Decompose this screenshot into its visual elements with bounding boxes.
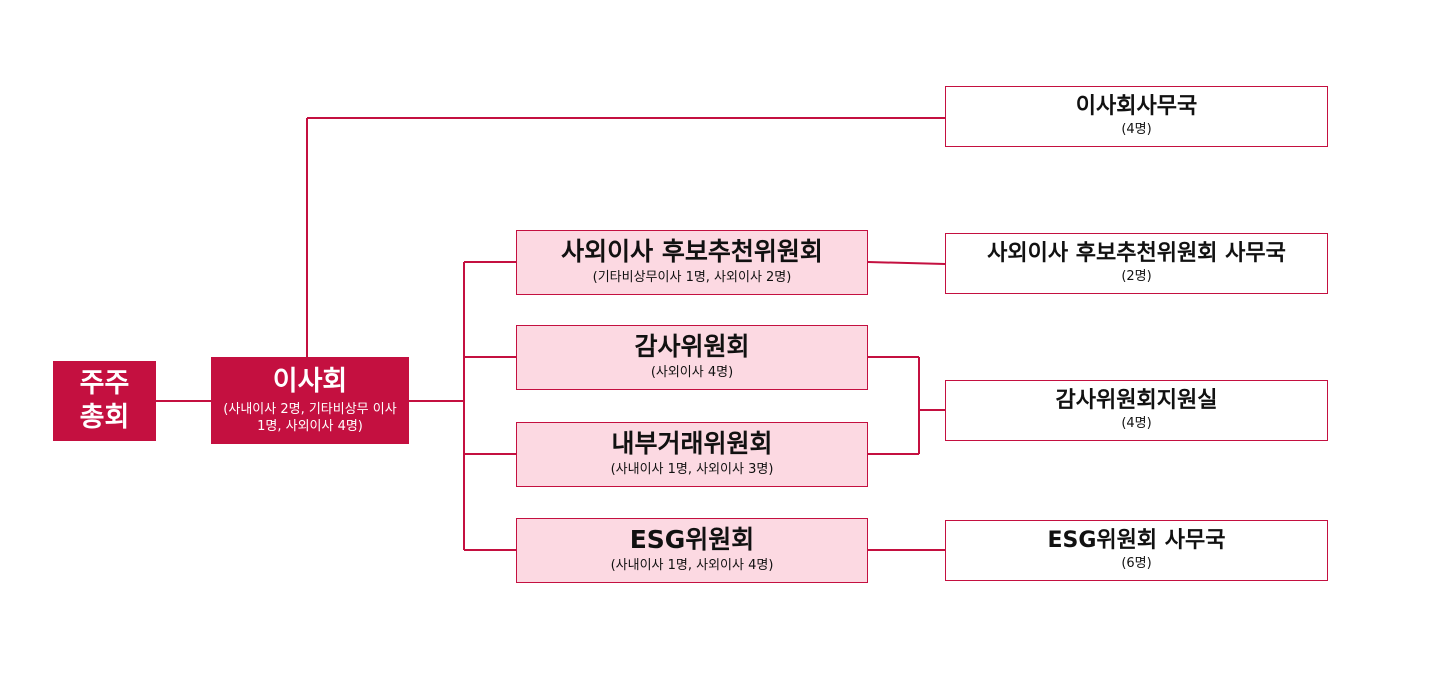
audit-support-box: 감사위원회지원실 (4명)	[945, 380, 1328, 441]
audit-support-headcount: (4명)	[1121, 416, 1152, 432]
esg-committee-composition: (사내이사 1명, 사외이사 4명)	[610, 557, 774, 573]
esg-office-box: ESG위원회 사무국 (6명)	[945, 520, 1328, 581]
esg-office-headcount: (6명)	[1121, 556, 1152, 572]
shareholders-meeting-box: 주주총회	[53, 361, 156, 441]
nomination-office-title: 사외이사 후보추천위원회 사무국	[987, 240, 1286, 266]
audit-support-title: 감사위원회지원실	[1055, 387, 1218, 413]
esg-office-title: ESG위원회 사무국	[1047, 527, 1226, 553]
esg-committee-box: ESG위원회 (사내이사 1명, 사외이사 4명)	[516, 518, 868, 583]
nomination-office-headcount: (2명)	[1121, 269, 1152, 285]
related-party-committee-composition: (사내이사 1명, 사외이사 3명)	[610, 461, 774, 477]
board-office-headcount: (4명)	[1121, 122, 1152, 138]
shareholders-meeting-title: 주주총회	[79, 368, 130, 433]
related-party-committee-title: 내부거래위원회	[611, 429, 773, 459]
board-title: 이사회	[272, 365, 348, 397]
related-party-committee-box: 내부거래위원회 (사내이사 1명, 사외이사 3명)	[516, 422, 868, 487]
board-office-title: 이사회사무국	[1075, 93, 1198, 119]
board-composition: (사내이사 2명, 기타비상무 이사 1명, 사외이사 4명)	[223, 401, 397, 434]
nomination-office-box: 사외이사 후보추천위원회 사무국 (2명)	[945, 233, 1328, 294]
esg-committee-title: ESG위원회	[629, 525, 755, 555]
nomination-committee-title: 사외이사 후보추천위원회	[561, 237, 823, 267]
audit-committee-title: 감사위원회	[634, 332, 750, 362]
line-nomination-office	[867, 261, 946, 265]
audit-committee-composition: (사외이사 4명)	[650, 364, 734, 380]
board-box: 이사회 (사내이사 2명, 기타비상무 이사 1명, 사외이사 4명)	[211, 357, 409, 444]
audit-committee-box: 감사위원회 (사외이사 4명)	[516, 325, 868, 390]
board-office-box: 이사회사무국 (4명)	[945, 86, 1328, 147]
nomination-committee-composition: (기타비상무이사 1명, 사외이사 2명)	[592, 269, 792, 285]
nomination-committee-box: 사외이사 후보추천위원회 (기타비상무이사 1명, 사외이사 2명)	[516, 230, 868, 295]
